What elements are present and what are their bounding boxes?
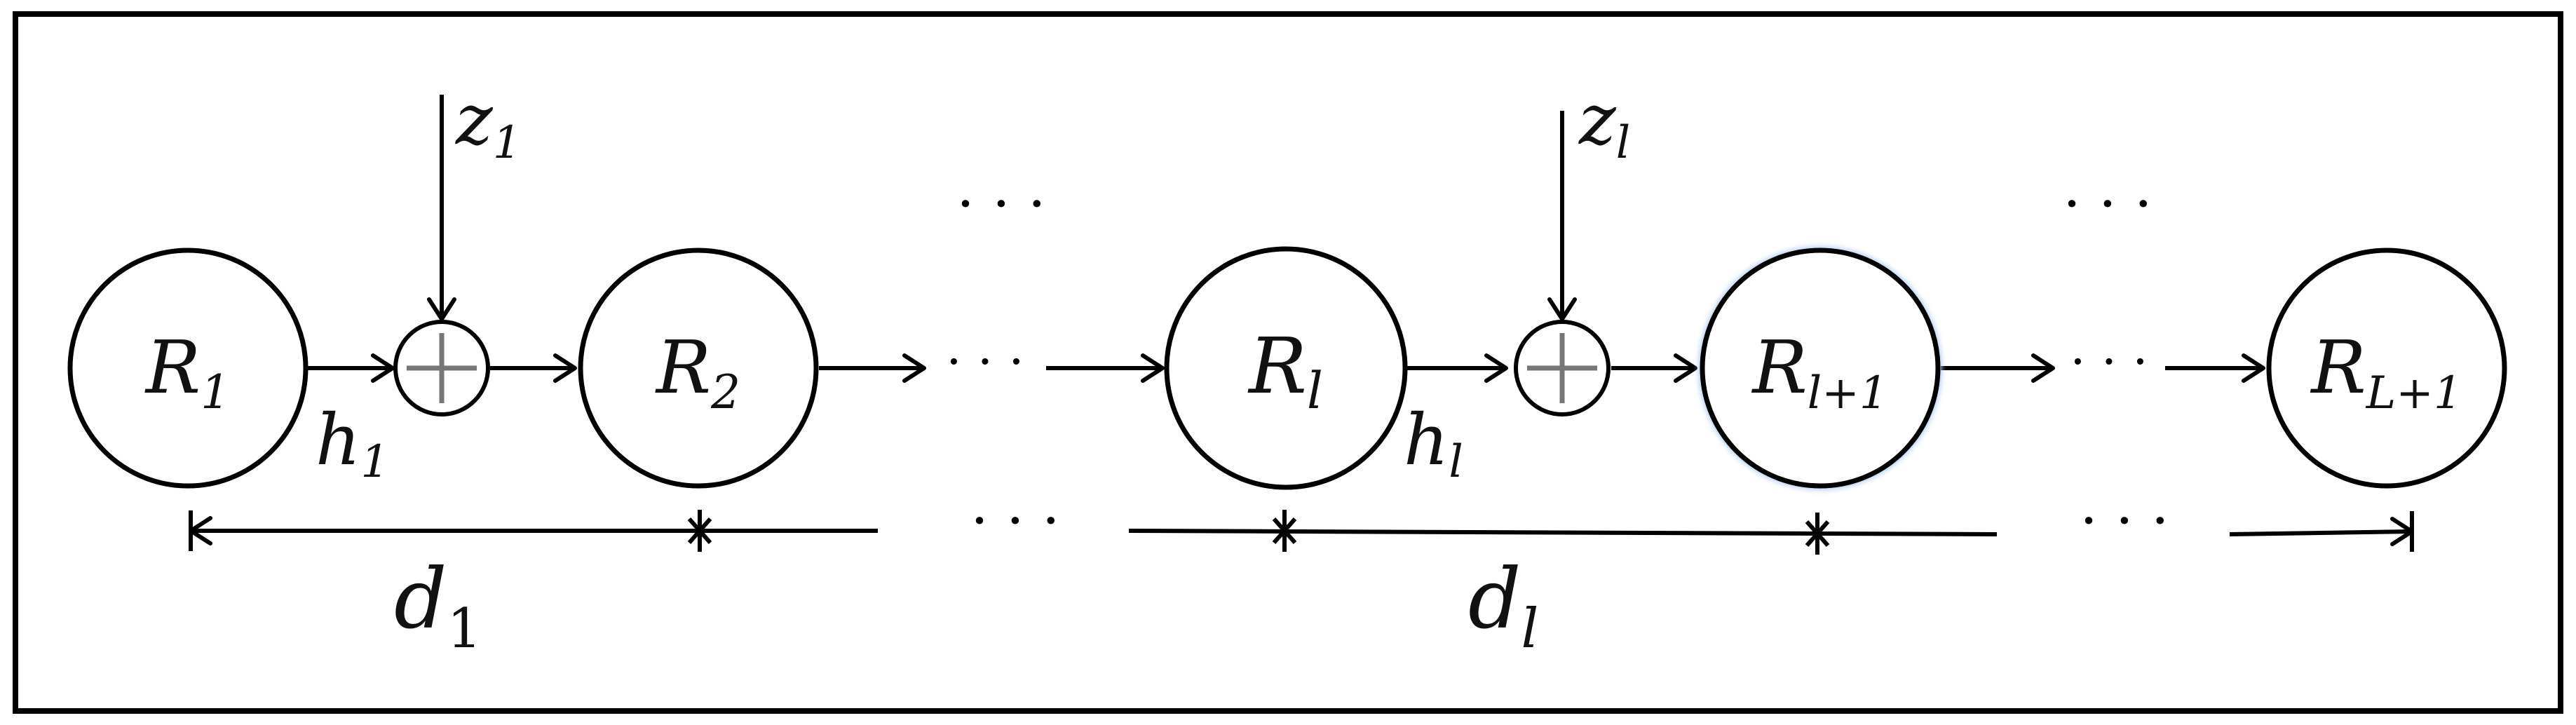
axis-tick-Rl [1272,510,1297,552]
distance-axis [189,510,2414,555]
node-L1-base: R [2310,325,2366,410]
distance-label-l: dl [1468,550,1539,660]
sum-junction-l [1514,320,1611,416]
ellipsis-top-1: · · · [956,171,1045,236]
input-arrows [427,95,1577,321]
relay-node-L-plus-1: RL+1 [2266,248,2507,489]
node-1-base: R [144,325,201,410]
node-L1-sub: L+1 [2366,367,2462,419]
signal-path [306,353,2265,383]
ellipsis-mid-1: · · · [946,333,1024,391]
channel-label-1: h1 [316,399,389,488]
ellipsis-bottom-1: · · · [970,488,1059,553]
svg-text:Rl: Rl [1247,321,1323,420]
axis-tick-Rl1 [1805,513,1830,555]
input-label-1: z1 [455,79,521,169]
ellipsis-bottom-2: · · · [2080,488,2169,553]
svg-text:R2: R2 [655,325,740,419]
sum-junction-1 [393,320,490,416]
node-l-base: R [1247,321,1307,411]
relay-node-2: R2 [578,248,819,489]
channel-label-l: hl [1404,399,1463,488]
relay-node-l-plus-1: Rl+1 [1699,247,1941,489]
svg-text:R1: R1 [144,325,230,419]
ellipsis-mid-2: · · · [2070,333,2148,391]
axis-tick-R2 [687,510,712,552]
relay-node-1: R1 [67,248,309,489]
distance-label-1: d1 [394,550,482,660]
node-1-sub: 1 [201,365,230,419]
node-l1-sub: l+1 [1808,367,1888,419]
input-label-l: zl [1578,79,1630,169]
node-l1-base: R [1751,325,1807,410]
node-2-base: R [655,325,711,410]
relay-node-l: Rl [1164,246,1408,490]
ellipsis-top-2: · · · [2063,171,2152,236]
node-l-sub: l [1307,361,1323,420]
svg-text:RL+1: RL+1 [2310,325,2462,419]
node-2-sub: 2 [710,365,740,419]
svg-text:Rl+1: Rl+1 [1751,325,1887,419]
diagram-frame [13,11,2563,714]
